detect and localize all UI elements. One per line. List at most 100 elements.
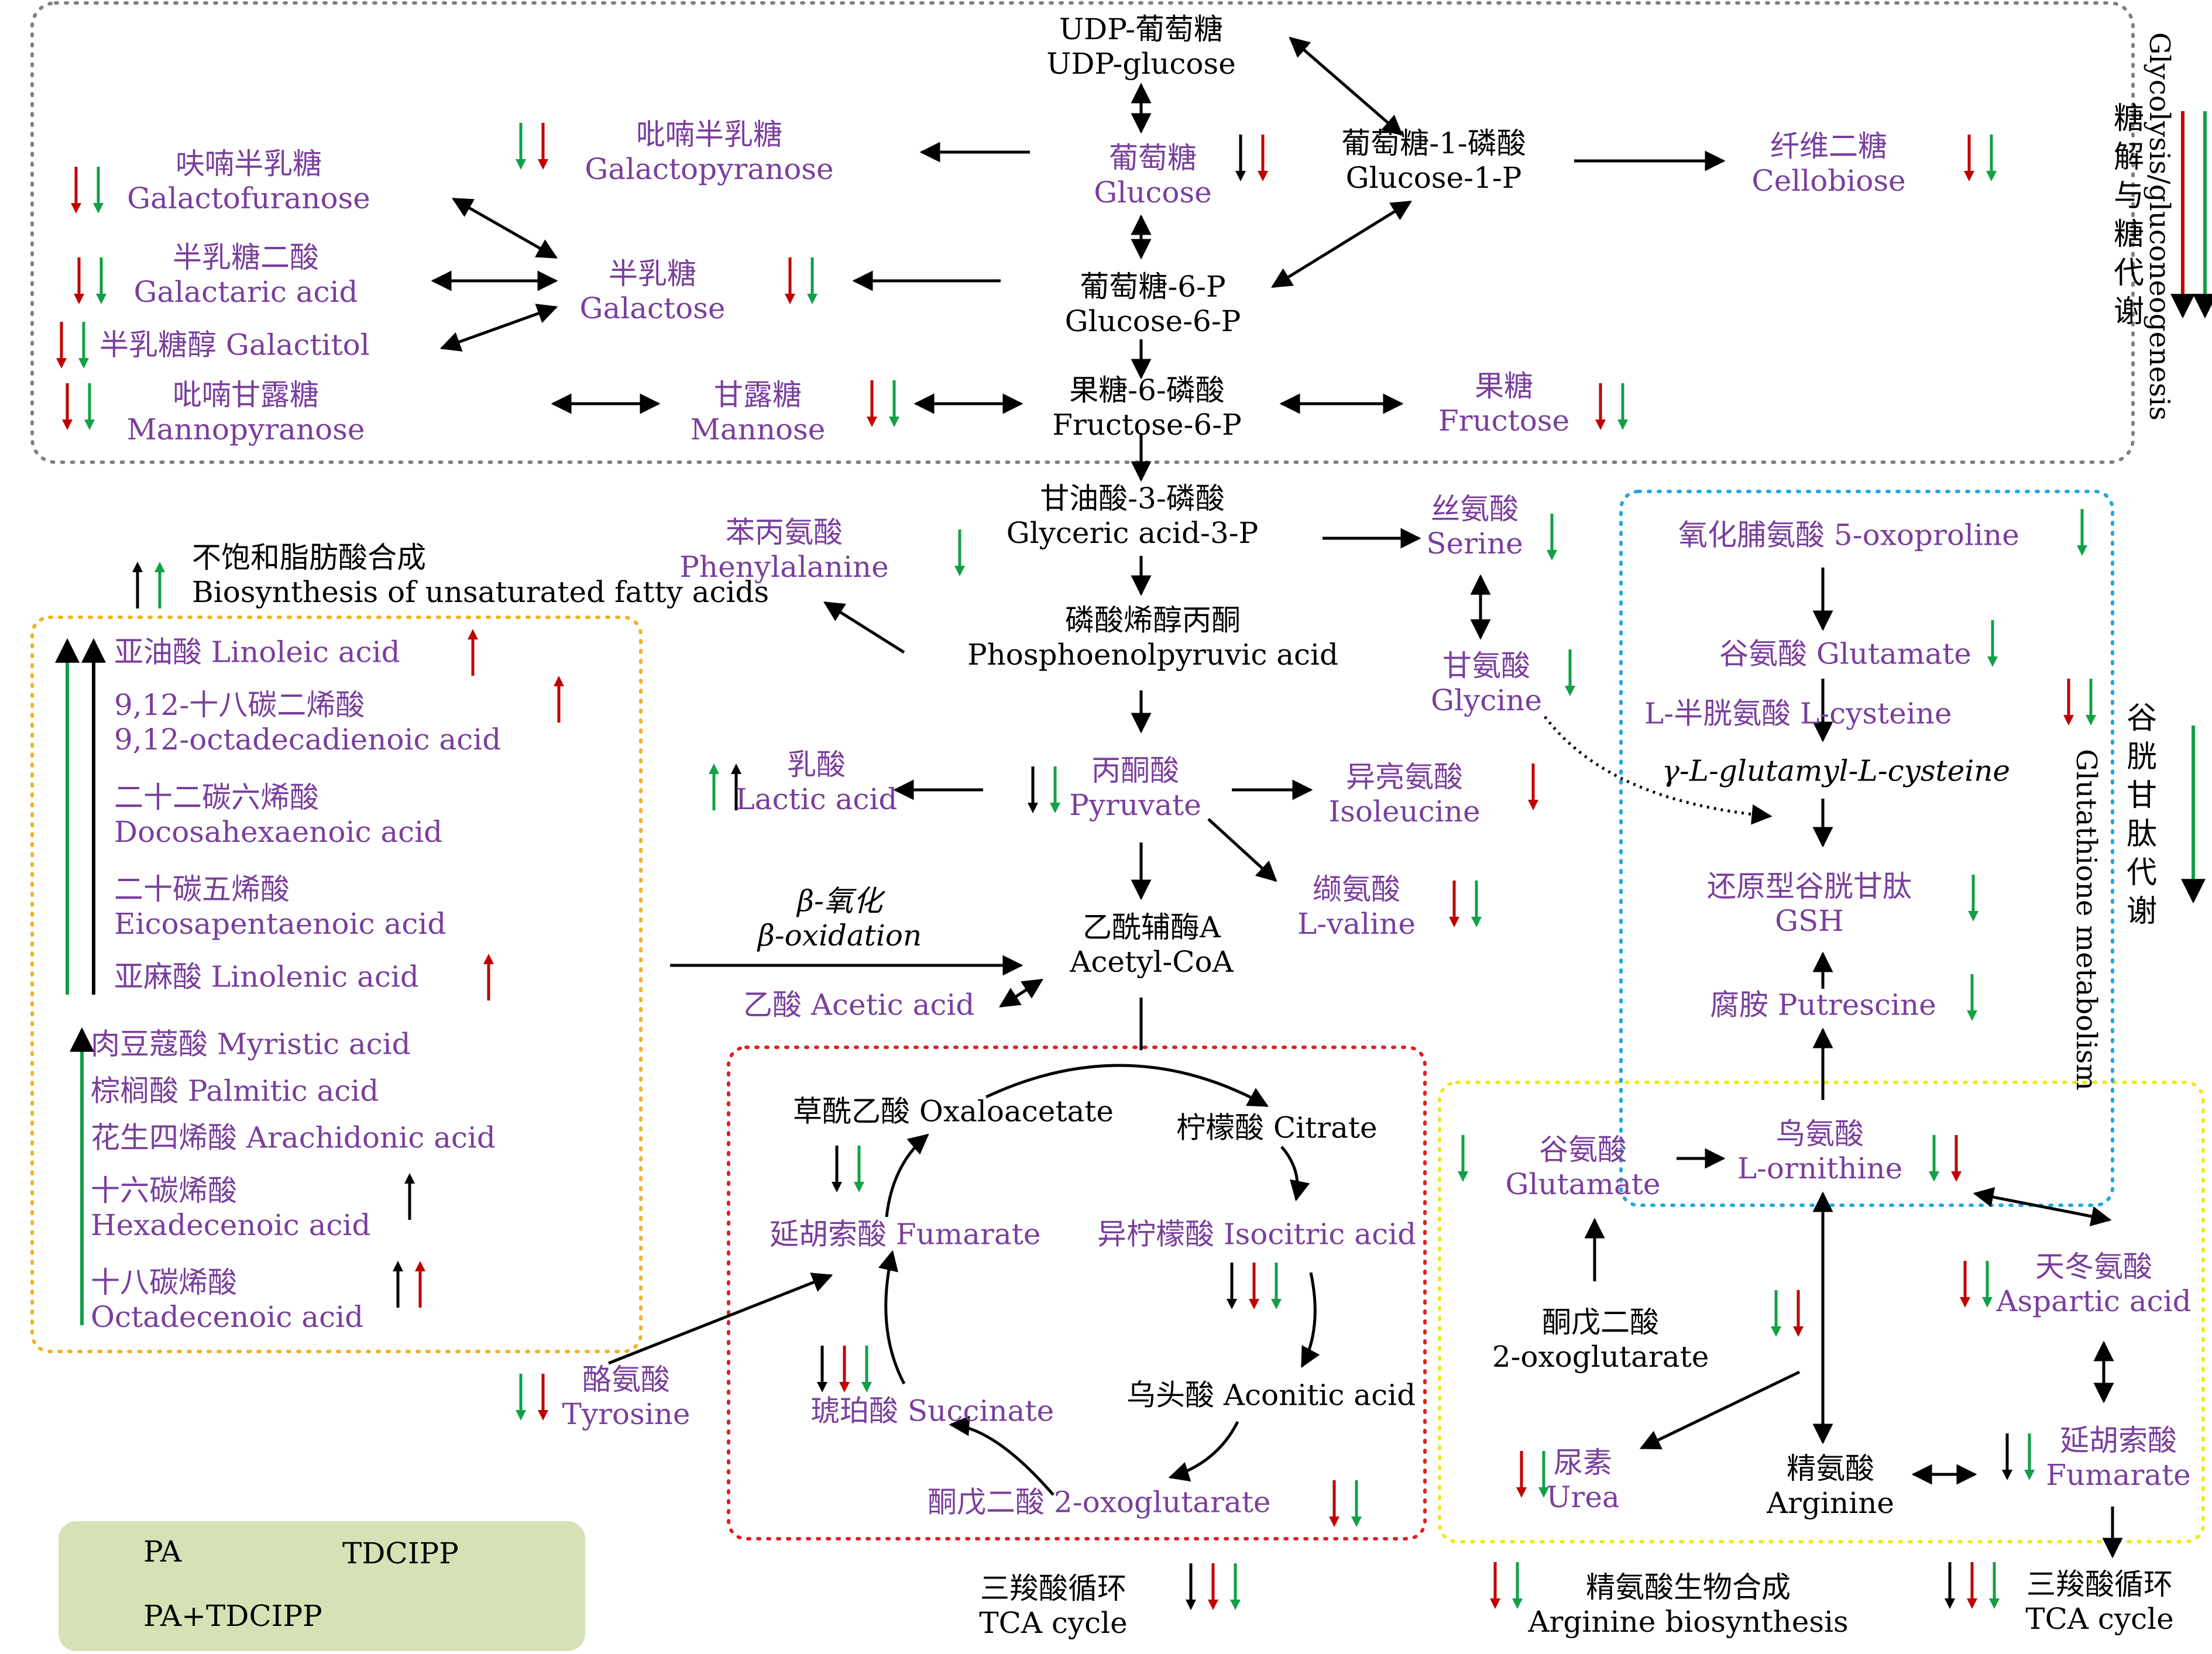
urea-arrow-0 — [1516, 1451, 1527, 1498]
fumarate-arg-arrow-0 — [2002, 1433, 2012, 1480]
ufa-arrow-0 — [132, 562, 143, 608]
aconitic-label: 乌头酸 Aconitic acid — [1126, 1378, 1416, 1412]
oxoproline-label: 氧化脯氨酸 5-oxoproline — [1678, 518, 2019, 552]
galactose-arrow-0 — [785, 257, 795, 304]
arrow-citrate-isocitric — [1280, 1146, 1310, 1202]
cellobiose-arrow-1 — [1986, 135, 1997, 181]
tca-2-arrow-1 — [1967, 1562, 1977, 1609]
aspartic-arrow-1 — [1982, 1261, 1993, 1308]
gsh-arrow-0 — [1968, 875, 1979, 921]
arg-biosynthesis-arrow-0 — [1490, 1562, 1500, 1609]
arrow-glycine-gglc — [1544, 716, 1773, 825]
arg-biosynthesis-arrow-1 — [1512, 1562, 1523, 1609]
oxoglutarate-arg-arrow-0 — [1771, 1290, 1781, 1337]
oxaloacetate-arrow-0 — [832, 1146, 842, 1192]
mannose-arrow-0 — [867, 380, 877, 427]
acetic-acid-label: 乙酸 Acetic acid — [743, 988, 975, 1022]
oxaloacetate-label: 草酰乙酸 Oxaloacetate — [793, 1094, 1114, 1129]
valine-arrow-1 — [1471, 881, 1482, 927]
isocitric-arrow-2 — [1271, 1263, 1282, 1309]
oxoglutarate-tca-arrow-0 — [1329, 1480, 1339, 1527]
arrow-g1p-g6p — [1271, 200, 1412, 288]
tca-box — [727, 1046, 1427, 1540]
glycolysis-label-en: Glycolysis/gluconeogenesis — [2143, 32, 2176, 421]
putrescine-arrow-0 — [1967, 974, 1977, 1021]
isocitric-label: 异柠檬酸 Isocitric acid — [1097, 1217, 1417, 1251]
isocitric-arrow-0 — [1227, 1263, 1237, 1309]
fructose-arrow-0 — [1595, 383, 1606, 430]
mannopyranose-arrow-0 — [62, 383, 73, 430]
mannopyranose-arrow-1 — [84, 383, 95, 430]
galactaric-arrow-0 — [74, 257, 84, 304]
ornithine-arrow-1 — [1951, 1135, 1962, 1182]
urea-arrow-1 — [1538, 1451, 1549, 1498]
glutathione-label-cn: 谷 胱 甘 肽 代 谢 — [2126, 701, 2157, 929]
galactitol-label: 半乳糖醇 Galactitol — [99, 328, 370, 362]
oxaloacetate-arrow-1 — [854, 1146, 864, 1192]
ufa-arrow-1 — [154, 562, 165, 608]
arrow-tyrosine-fumarate — [608, 1273, 833, 1365]
fumarate-arg-arrow-1 — [2024, 1433, 2035, 1480]
tca-2-arrow-0 — [1945, 1562, 1955, 1609]
hexadecenoic-arrow-0 — [404, 1173, 415, 1220]
tca-arrow-2 — [1230, 1563, 1241, 1610]
palmitic-label: 棕榈酸 Palmitic acid — [91, 1074, 379, 1108]
arginine-box — [1438, 1081, 2205, 1543]
myristic-label: 肉豆蔻酸 Myristic acid — [91, 1027, 411, 1061]
galactopyranose-arrow-1 — [538, 123, 548, 170]
arrow-pep-phe — [823, 601, 905, 654]
galactitol-arrow-1 — [78, 322, 89, 369]
glucose-arrow-1 — [1258, 135, 1268, 181]
tyrosine-arrow-1 — [538, 1374, 548, 1421]
arrow-udpglc-g1p — [1289, 36, 1403, 136]
valine-arrow-0 — [1449, 881, 1459, 927]
succinate-label: 琥珀酸 Succinate — [810, 1394, 1055, 1428]
succinate-arrow-0 — [817, 1346, 827, 1392]
succinate-arrow-2 — [861, 1346, 872, 1392]
glycolysis-box — [30, 1, 2135, 464]
linoleic-arrow-0 — [468, 629, 478, 676]
oxoglutarate-tca-label: 酮戊二酸 2-oxoglutarate — [928, 1485, 1271, 1519]
mannose-arrow-1 — [889, 380, 899, 427]
legend-pa-tdcipp-label: PA+TDCIPP — [143, 1599, 322, 1633]
regulation-arrows — [56, 123, 2096, 1610]
oxoglutarate-tca-arrow-1 — [1351, 1480, 1362, 1527]
glycine-arrow-0 — [1565, 649, 1575, 696]
arrow-fumarate-oxaloacetate — [885, 1133, 929, 1218]
linolenic-arrow-0 — [483, 954, 494, 1000]
cysteine-arrow-1 — [2086, 679, 2096, 725]
galactofuranose-arrow-1 — [93, 167, 104, 214]
lactic-arrow-1 — [731, 764, 741, 810]
serine-arrow-0 — [1547, 514, 1557, 560]
ornithine-arrow-0 — [1929, 1135, 1939, 1182]
